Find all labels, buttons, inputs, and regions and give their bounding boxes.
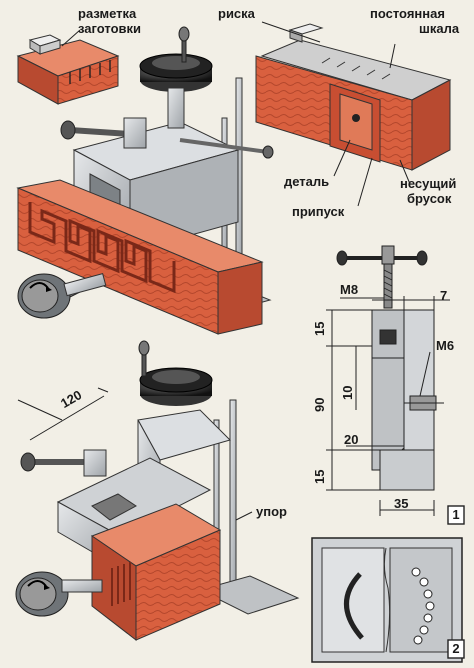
stop-leader bbox=[235, 511, 253, 521]
dim-thread-small: M6 bbox=[436, 338, 455, 353]
part-leader bbox=[333, 139, 351, 177]
label-beam-line2: брусок bbox=[407, 191, 452, 206]
label-scale-line2: шкала bbox=[419, 21, 460, 36]
label-stop: упор bbox=[256, 504, 287, 519]
label-blank: заготовки bbox=[78, 21, 142, 36]
dim-20: 20 bbox=[344, 432, 359, 447]
dim-35: 35 bbox=[394, 496, 409, 511]
dimension-drawing bbox=[326, 245, 465, 525]
label-beam-line1: несущий bbox=[400, 176, 457, 191]
allowance-leader bbox=[357, 157, 373, 207]
label-part: деталь bbox=[284, 174, 330, 189]
dim-10: 10 bbox=[340, 385, 355, 400]
scratch-leader bbox=[261, 21, 321, 43]
part-with-scale bbox=[255, 23, 452, 171]
machine-tilted bbox=[15, 340, 300, 642]
label-allowance: припуск bbox=[292, 204, 345, 219]
dim-7: 7 bbox=[440, 288, 448, 303]
beam-leader bbox=[399, 159, 411, 185]
marked-blank bbox=[16, 34, 120, 105]
marking-leader bbox=[61, 29, 81, 47]
dim-90: 90 bbox=[312, 397, 327, 412]
scale-leader bbox=[389, 43, 396, 69]
label-scale-line1: постоянная bbox=[370, 6, 445, 21]
figure-1-number: 1 bbox=[452, 507, 460, 522]
label-marking: разметка bbox=[78, 6, 137, 21]
inset-fig2 bbox=[311, 537, 465, 663]
dimension-120 bbox=[17, 387, 109, 441]
label-scratch: риска bbox=[218, 6, 255, 21]
dim-thread-main: M8 bbox=[340, 282, 359, 297]
machine-with-board bbox=[16, 26, 274, 335]
figure-2-number: 2 bbox=[452, 641, 460, 656]
dim-15-bottom: 15 bbox=[312, 469, 327, 484]
dim-15-top: 15 bbox=[312, 321, 327, 336]
